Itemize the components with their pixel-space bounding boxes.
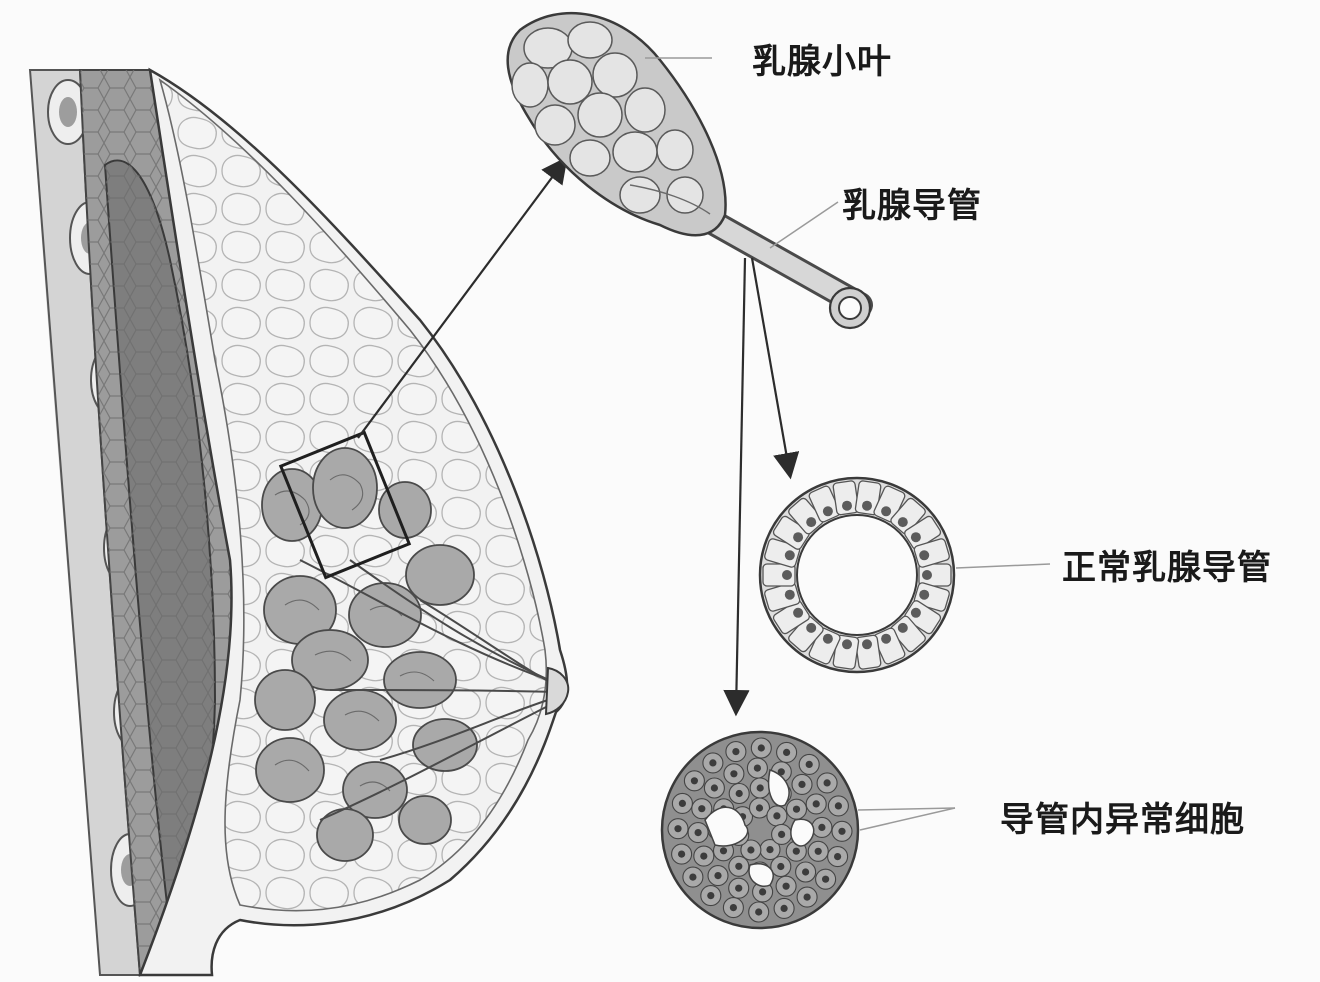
- cell-nucleus: [838, 827, 846, 835]
- cell-nucleus: [798, 780, 806, 788]
- cell-nucleus: [690, 777, 698, 785]
- cell-nucleus: [862, 639, 872, 650]
- cell-nucleus: [782, 882, 790, 890]
- cell-nucleus: [777, 862, 785, 871]
- milk-ducts: [299, 559, 561, 821]
- cell-nucleus: [822, 506, 833, 517]
- cell-nucleus: [756, 784, 764, 792]
- cell-nucleus: [919, 550, 930, 561]
- highlight-box: [278, 430, 412, 580]
- cell-nucleus: [806, 517, 817, 528]
- cell-nucleus: [757, 744, 765, 752]
- label-normal-duct: 正常乳腺导管: [1062, 548, 1272, 588]
- leader-normal: [955, 563, 1051, 569]
- cell-nucleus: [714, 872, 722, 880]
- zoom-arrow: [357, 156, 568, 439]
- cell-nucleus: [803, 893, 811, 901]
- cell-nucleus: [710, 784, 718, 792]
- cell-nucleus: [783, 748, 791, 756]
- cell-nucleus: [689, 873, 697, 881]
- lobule-illustration: [506, 11, 873, 330]
- label-duct: 乳腺导管: [842, 186, 982, 226]
- label-lobule: 乳腺小叶: [752, 42, 892, 82]
- nipple: [544, 666, 570, 716]
- cell-nucleus: [735, 862, 743, 870]
- label-abnormal-cells: 导管内异常细胞: [1000, 800, 1245, 840]
- cell-nucleus: [698, 805, 706, 813]
- cell-nucleus: [777, 768, 785, 776]
- cell-nucleus: [784, 589, 795, 600]
- cell-nucleus: [814, 847, 822, 855]
- cell-nucleus: [805, 760, 813, 768]
- cell-nucleus: [910, 607, 921, 618]
- cell-nucleus: [922, 570, 932, 580]
- cell-nucleus: [694, 829, 702, 837]
- cell-nucleus: [730, 770, 738, 778]
- cell-nucleus: [735, 884, 743, 892]
- cell-nucleus: [822, 633, 833, 644]
- cell-nucleus: [834, 802, 842, 810]
- cell-nucleus: [755, 908, 763, 916]
- cell-nucleus: [766, 846, 774, 854]
- cell-nucleus: [910, 532, 921, 543]
- cell-nucleus: [709, 759, 717, 767]
- cell-nucleus: [674, 825, 682, 833]
- cell-nucleus: [778, 830, 786, 838]
- cell-nucleus: [793, 532, 804, 543]
- cell-nucleus: [747, 846, 755, 854]
- leader-abnormal-1: [857, 807, 956, 811]
- leader-abnormal-2: [859, 807, 956, 831]
- cell-nucleus: [755, 804, 764, 812]
- cell-nucleus: [729, 904, 737, 912]
- cell-nucleus: [732, 748, 740, 756]
- abnormal-duct-cross-section: [660, 730, 860, 930]
- arrow-to-normal: [750, 257, 800, 480]
- cell-nucleus: [780, 904, 788, 912]
- leader-duct: [769, 201, 839, 249]
- cell-nucleus: [678, 850, 686, 858]
- cell-nucleus: [822, 875, 830, 883]
- cell-nucleus: [834, 853, 842, 861]
- cell-nucleus: [919, 589, 930, 600]
- normal-duct-cross-section: [758, 476, 956, 674]
- cell-nucleus: [862, 500, 872, 511]
- cell-nucleus: [842, 639, 852, 650]
- cell-nucleus: [782, 570, 792, 580]
- cell-nucleus: [793, 607, 804, 618]
- cell-nucleus: [881, 633, 892, 644]
- cell-nucleus: [719, 847, 728, 855]
- cell-nucleus: [806, 622, 817, 633]
- cell-nucleus: [759, 888, 767, 896]
- cell-nucleus: [792, 805, 801, 813]
- cell-nucleus: [735, 789, 743, 798]
- breast-cross-section: [28, 67, 570, 977]
- cell-nucleus: [792, 847, 800, 855]
- cell-nucleus: [842, 500, 852, 511]
- cell-nucleus: [784, 550, 795, 561]
- cell-nucleus: [818, 823, 826, 831]
- arrow-to-abnormal: [723, 257, 750, 717]
- cell-nucleus: [823, 779, 831, 787]
- cell-nucleus: [707, 892, 715, 900]
- cell-nucleus: [678, 799, 686, 807]
- cell-nucleus: [897, 517, 908, 528]
- cell-nucleus: [881, 506, 892, 517]
- cell-nucleus: [812, 800, 820, 808]
- cell-nucleus: [773, 812, 781, 820]
- cell-nucleus: [802, 868, 810, 876]
- lumen-spaces: [704, 769, 815, 887]
- cell-nucleus: [753, 764, 761, 772]
- glandular-lobules: [254, 447, 478, 862]
- cell-nucleus: [700, 852, 708, 860]
- cell-nucleus: [897, 622, 908, 633]
